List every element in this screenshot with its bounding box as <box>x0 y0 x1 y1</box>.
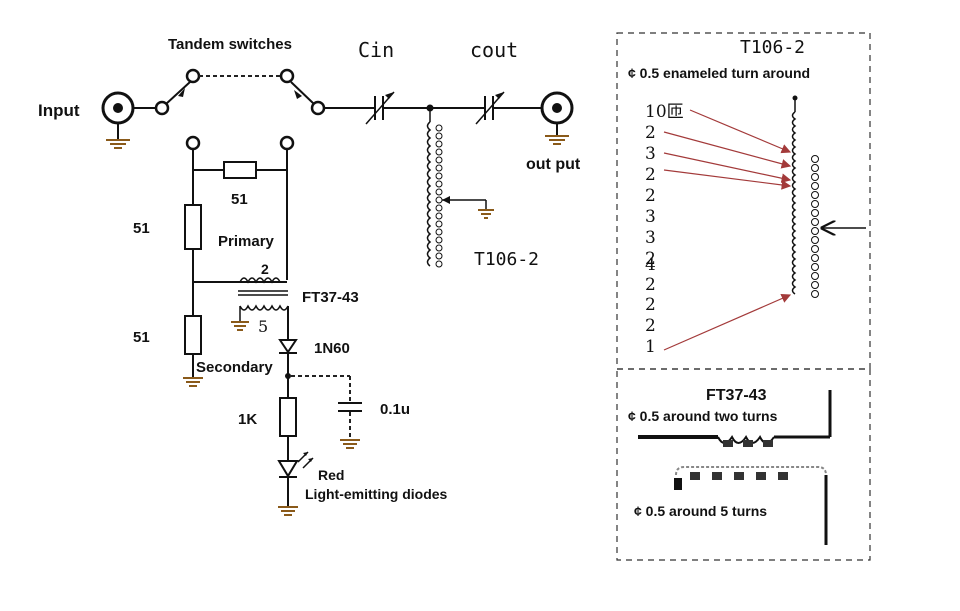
t106-tap-arrows <box>663 109 792 351</box>
cout-label: cout <box>470 38 518 62</box>
t106-wire-note: ¢ 0.5 enameled turn around <box>628 65 810 81</box>
ft37-two-turn-winding <box>638 390 832 447</box>
tap-turns-5: 2 <box>645 186 656 206</box>
input-connector <box>101 91 135 149</box>
tandem-switches-label: Tandem switches <box>168 36 292 53</box>
t106-detail-title: T106-2 <box>740 37 805 58</box>
led-label-line2: Light-emitting diodes <box>305 486 448 502</box>
cin-label: Cin <box>358 38 394 62</box>
ft37-note-two-turns: ¢ 0.5 around two turns <box>628 408 778 424</box>
capacitor-0-1u <box>338 402 362 412</box>
tandem-switch-2 <box>279 68 326 116</box>
tap-turns-6: 3 <box>645 207 656 227</box>
resistor-51-shunt-top <box>184 204 202 250</box>
resistor-51-series <box>223 161 257 179</box>
tap-turns-7: 3 <box>645 228 656 248</box>
tap-turns-2: 2 <box>645 123 656 143</box>
t106-label: T106-2 <box>474 249 539 270</box>
r-series-label: 51 <box>231 191 248 208</box>
primary-label: Primary <box>218 233 275 250</box>
t106-detail-coil <box>791 95 866 298</box>
secondary-label: Secondary <box>196 359 273 376</box>
resistor-1k <box>279 397 297 437</box>
tap-turns-8: 2 <box>645 249 656 269</box>
tap-turns-11: 2 <box>645 295 656 315</box>
tap-turns-12: 2 <box>645 316 656 336</box>
primary-turns-label: 2 <box>261 261 269 277</box>
output-connector <box>540 91 574 145</box>
led-label-line1: Red <box>318 467 344 483</box>
ft37-five-turn-winding <box>674 466 828 545</box>
tap-turns-9: 4 <box>645 255 656 275</box>
diode-1n60 <box>278 339 298 354</box>
tandem-switch-1 <box>154 68 201 116</box>
r-shunt-bottom-label: 51 <box>133 329 150 346</box>
ft37-transformer <box>231 277 289 340</box>
t106-coil <box>426 108 494 268</box>
output-label: out put <box>526 156 581 173</box>
capacitor-label: 0.1u <box>380 401 410 418</box>
tap-turns-1: 10匝 <box>645 102 684 122</box>
ft37-detail-panel <box>616 368 871 561</box>
diode-label: 1N60 <box>314 340 350 357</box>
resistor-51-shunt-bottom <box>184 315 202 355</box>
input-label: Input <box>38 101 80 120</box>
tap-turns-4: 2 <box>645 165 656 185</box>
ft37-detail-title: FT37-43 <box>706 387 767 404</box>
ft37-note-five-turns: ¢ 0.5 around 5 turns <box>634 503 767 519</box>
tap-turns-10: 2 <box>645 275 656 295</box>
t106-tap-turn-list: 10匝 2 3 2 2 3 3 2 4 2 2 2 1 <box>645 102 684 357</box>
tap-turns-13: 1 <box>645 337 656 357</box>
tap-turns-3: 3 <box>645 144 656 164</box>
red-led <box>277 451 314 478</box>
r-led-label: 1K <box>238 411 257 428</box>
ft37-label: FT37-43 <box>302 289 359 306</box>
r-shunt-top-label: 51 <box>133 220 150 237</box>
secondary-turns-label: 5 <box>258 317 268 336</box>
